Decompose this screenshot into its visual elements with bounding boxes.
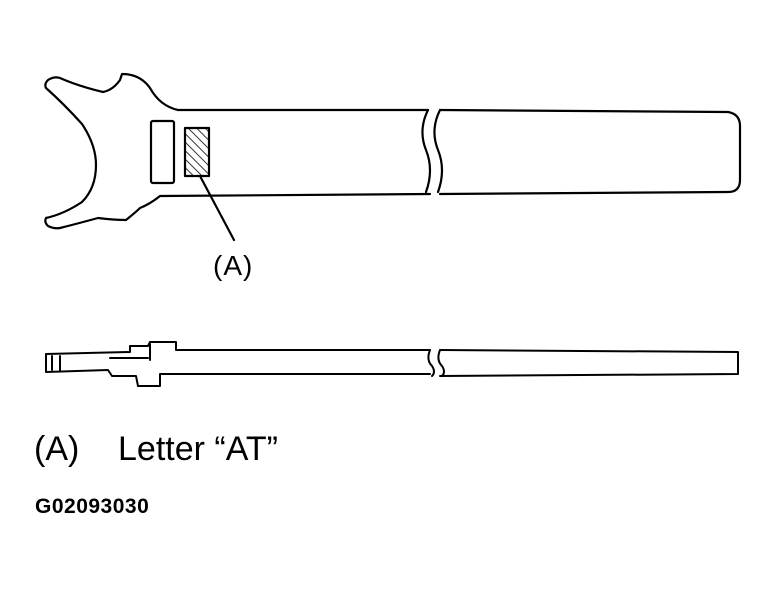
legend-key: (A) [34,430,80,468]
legend-text: Letter “AT” [118,430,278,468]
legend: (A) Letter “AT” [34,430,278,469]
wrench-side-view [45,341,739,387]
callout-label-a: (A) [213,250,254,281]
figure-id: G02093030 [35,495,150,518]
wrench-top-view [44,72,742,242]
at-marking-area [183,126,211,178]
